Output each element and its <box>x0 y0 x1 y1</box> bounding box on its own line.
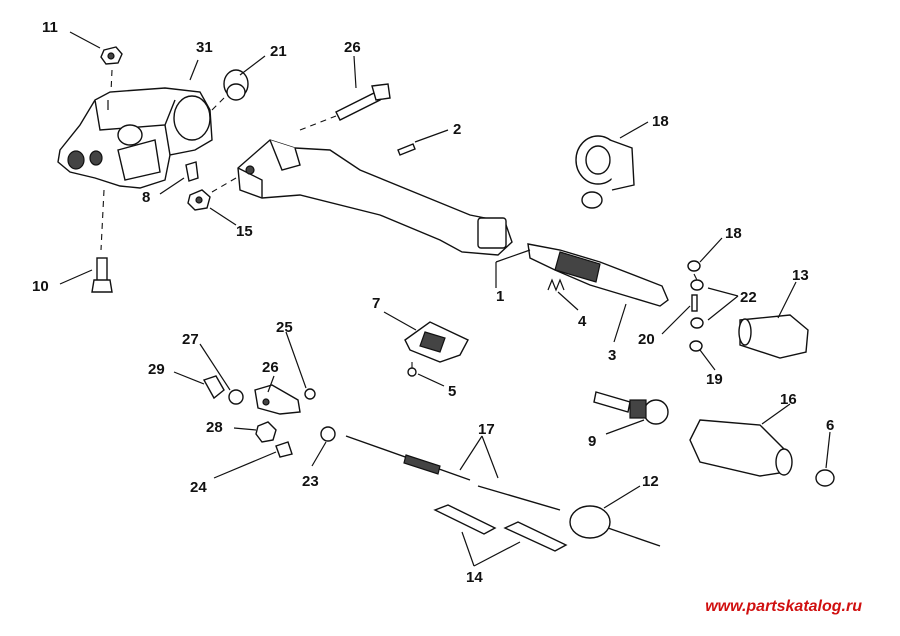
bolt-24-part <box>335 83 391 121</box>
callout-29: 28 <box>206 419 223 436</box>
callout-5: 5 <box>448 383 456 400</box>
screw-5-part <box>407 367 417 377</box>
pin-20-part <box>691 294 698 312</box>
callout-25: 24 <box>190 479 207 496</box>
tiller-arm-part <box>237 139 513 256</box>
grip-16-part <box>689 419 793 477</box>
cap-6-part <box>815 469 835 487</box>
throttle-shaft-3-part <box>527 243 669 307</box>
callout-13: 13 <box>792 267 809 284</box>
callout-27: 26 <box>262 359 279 376</box>
callout-11: 11 <box>42 19 58 36</box>
callout-12: 12 <box>642 473 659 490</box>
callout-23: 23 <box>302 473 319 490</box>
callout-16: 16 <box>780 391 797 408</box>
callout-20: 20 <box>638 331 655 348</box>
bushing-19-lower-part <box>689 340 703 352</box>
bushing-21-part <box>690 279 704 329</box>
clip-30-part <box>202 375 225 400</box>
switch-9-part <box>593 391 669 425</box>
callout-4: 4 <box>578 313 587 330</box>
callout-28: 27 <box>182 331 199 348</box>
steering-bracket-part <box>57 87 213 189</box>
callout-30: 29 <box>148 361 165 378</box>
callout-7: 7 <box>372 295 380 312</box>
washer-23-part <box>320 426 336 442</box>
bracket-7-part <box>404 321 469 363</box>
callout-9: 9 <box>588 433 596 450</box>
watermark-link: www.partskatalog.ru <box>705 598 862 615</box>
callout-1: 1 <box>496 288 504 305</box>
nut-15-part <box>187 189 211 211</box>
callout-19-lower: 19 <box>706 371 723 388</box>
callout-labels: 11 31 21 26 2 18 8 15 10 1 4 3 18 22 20 … <box>32 19 834 586</box>
washer-22-part <box>223 69 249 101</box>
throttle-cable-17-part <box>345 435 561 511</box>
callout-24: 26 <box>344 39 361 56</box>
callout-21: 22 <box>740 289 757 306</box>
callout-26: 25 <box>276 319 293 336</box>
assembly-axes <box>100 69 698 368</box>
bushing-19-upper-part <box>687 260 701 272</box>
callout-22: 21 <box>270 43 287 60</box>
callout-18: 18 <box>652 113 669 130</box>
callout-17: 17 <box>478 421 495 438</box>
bolt-10-part <box>91 257 113 293</box>
nut-28-part <box>228 389 244 405</box>
callout-15: 15 <box>236 223 253 240</box>
callout-10: 10 <box>32 278 49 295</box>
link-27-part <box>254 384 301 415</box>
callout-3: 3 <box>608 347 616 364</box>
callout-31: 31 <box>196 39 213 56</box>
washer-26-part <box>304 388 316 400</box>
grease-fitting-8-part <box>185 161 199 182</box>
callout-8: 8 <box>142 189 150 206</box>
nut-29-part <box>255 421 277 443</box>
grip-13-part <box>738 314 809 359</box>
callout-14: 14 <box>466 569 483 586</box>
callout-2: 2 <box>453 121 461 138</box>
sleeve-14-part <box>433 504 568 552</box>
pin-2-part <box>397 143 416 156</box>
stud-25-part <box>275 441 293 458</box>
knob-12-part <box>569 505 661 547</box>
friction-ring-18-part <box>575 135 635 209</box>
callout-19-upper: 18 <box>725 225 742 242</box>
leader-lines <box>59 31 831 567</box>
callout-6: 6 <box>826 417 834 434</box>
nut-11-part <box>100 46 123 65</box>
spring-4-part <box>547 278 565 292</box>
